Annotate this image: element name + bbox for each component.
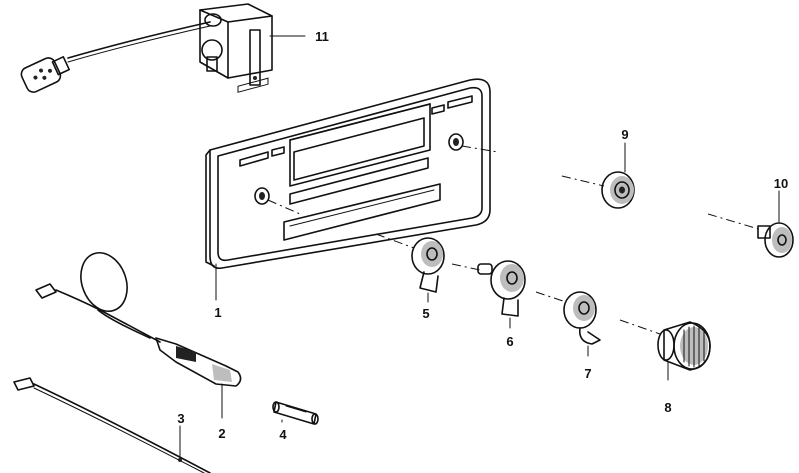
callout-11: 11 [315,29,329,44]
part-8-knurled-knob[interactable]: 8 [619,319,711,415]
part-1-faceplate[interactable]: 1 [205,77,499,320]
part-2-antenna-cable[interactable]: 2 [35,246,242,441]
part-6-knob-with-shaft[interactable]: 6 [451,260,526,349]
part-10-small-knob[interactable]: 10 [707,176,794,258]
callout-3: 3 [177,411,184,426]
part-9-knob[interactable]: 9 [561,127,635,209]
part-5-knob-with-tab[interactable]: 5 [375,233,445,321]
part-3-wire-lead[interactable]: 3 [13,377,211,473]
callout-2: 2 [218,426,225,441]
callout-7: 7 [584,366,591,381]
part-4-fuse[interactable]: 4 [272,401,319,442]
callout-5: 5 [422,306,429,321]
callout-6: 6 [506,334,513,349]
callout-9: 9 [621,127,628,142]
callout-10: 10 [774,176,788,191]
callout-4: 4 [279,427,287,442]
part-11-junction-box[interactable]: 11 [19,3,329,94]
callout-1: 1 [214,305,221,320]
callout-8: 8 [664,400,671,415]
part-7-knob-with-hook[interactable]: 7 [535,291,601,381]
